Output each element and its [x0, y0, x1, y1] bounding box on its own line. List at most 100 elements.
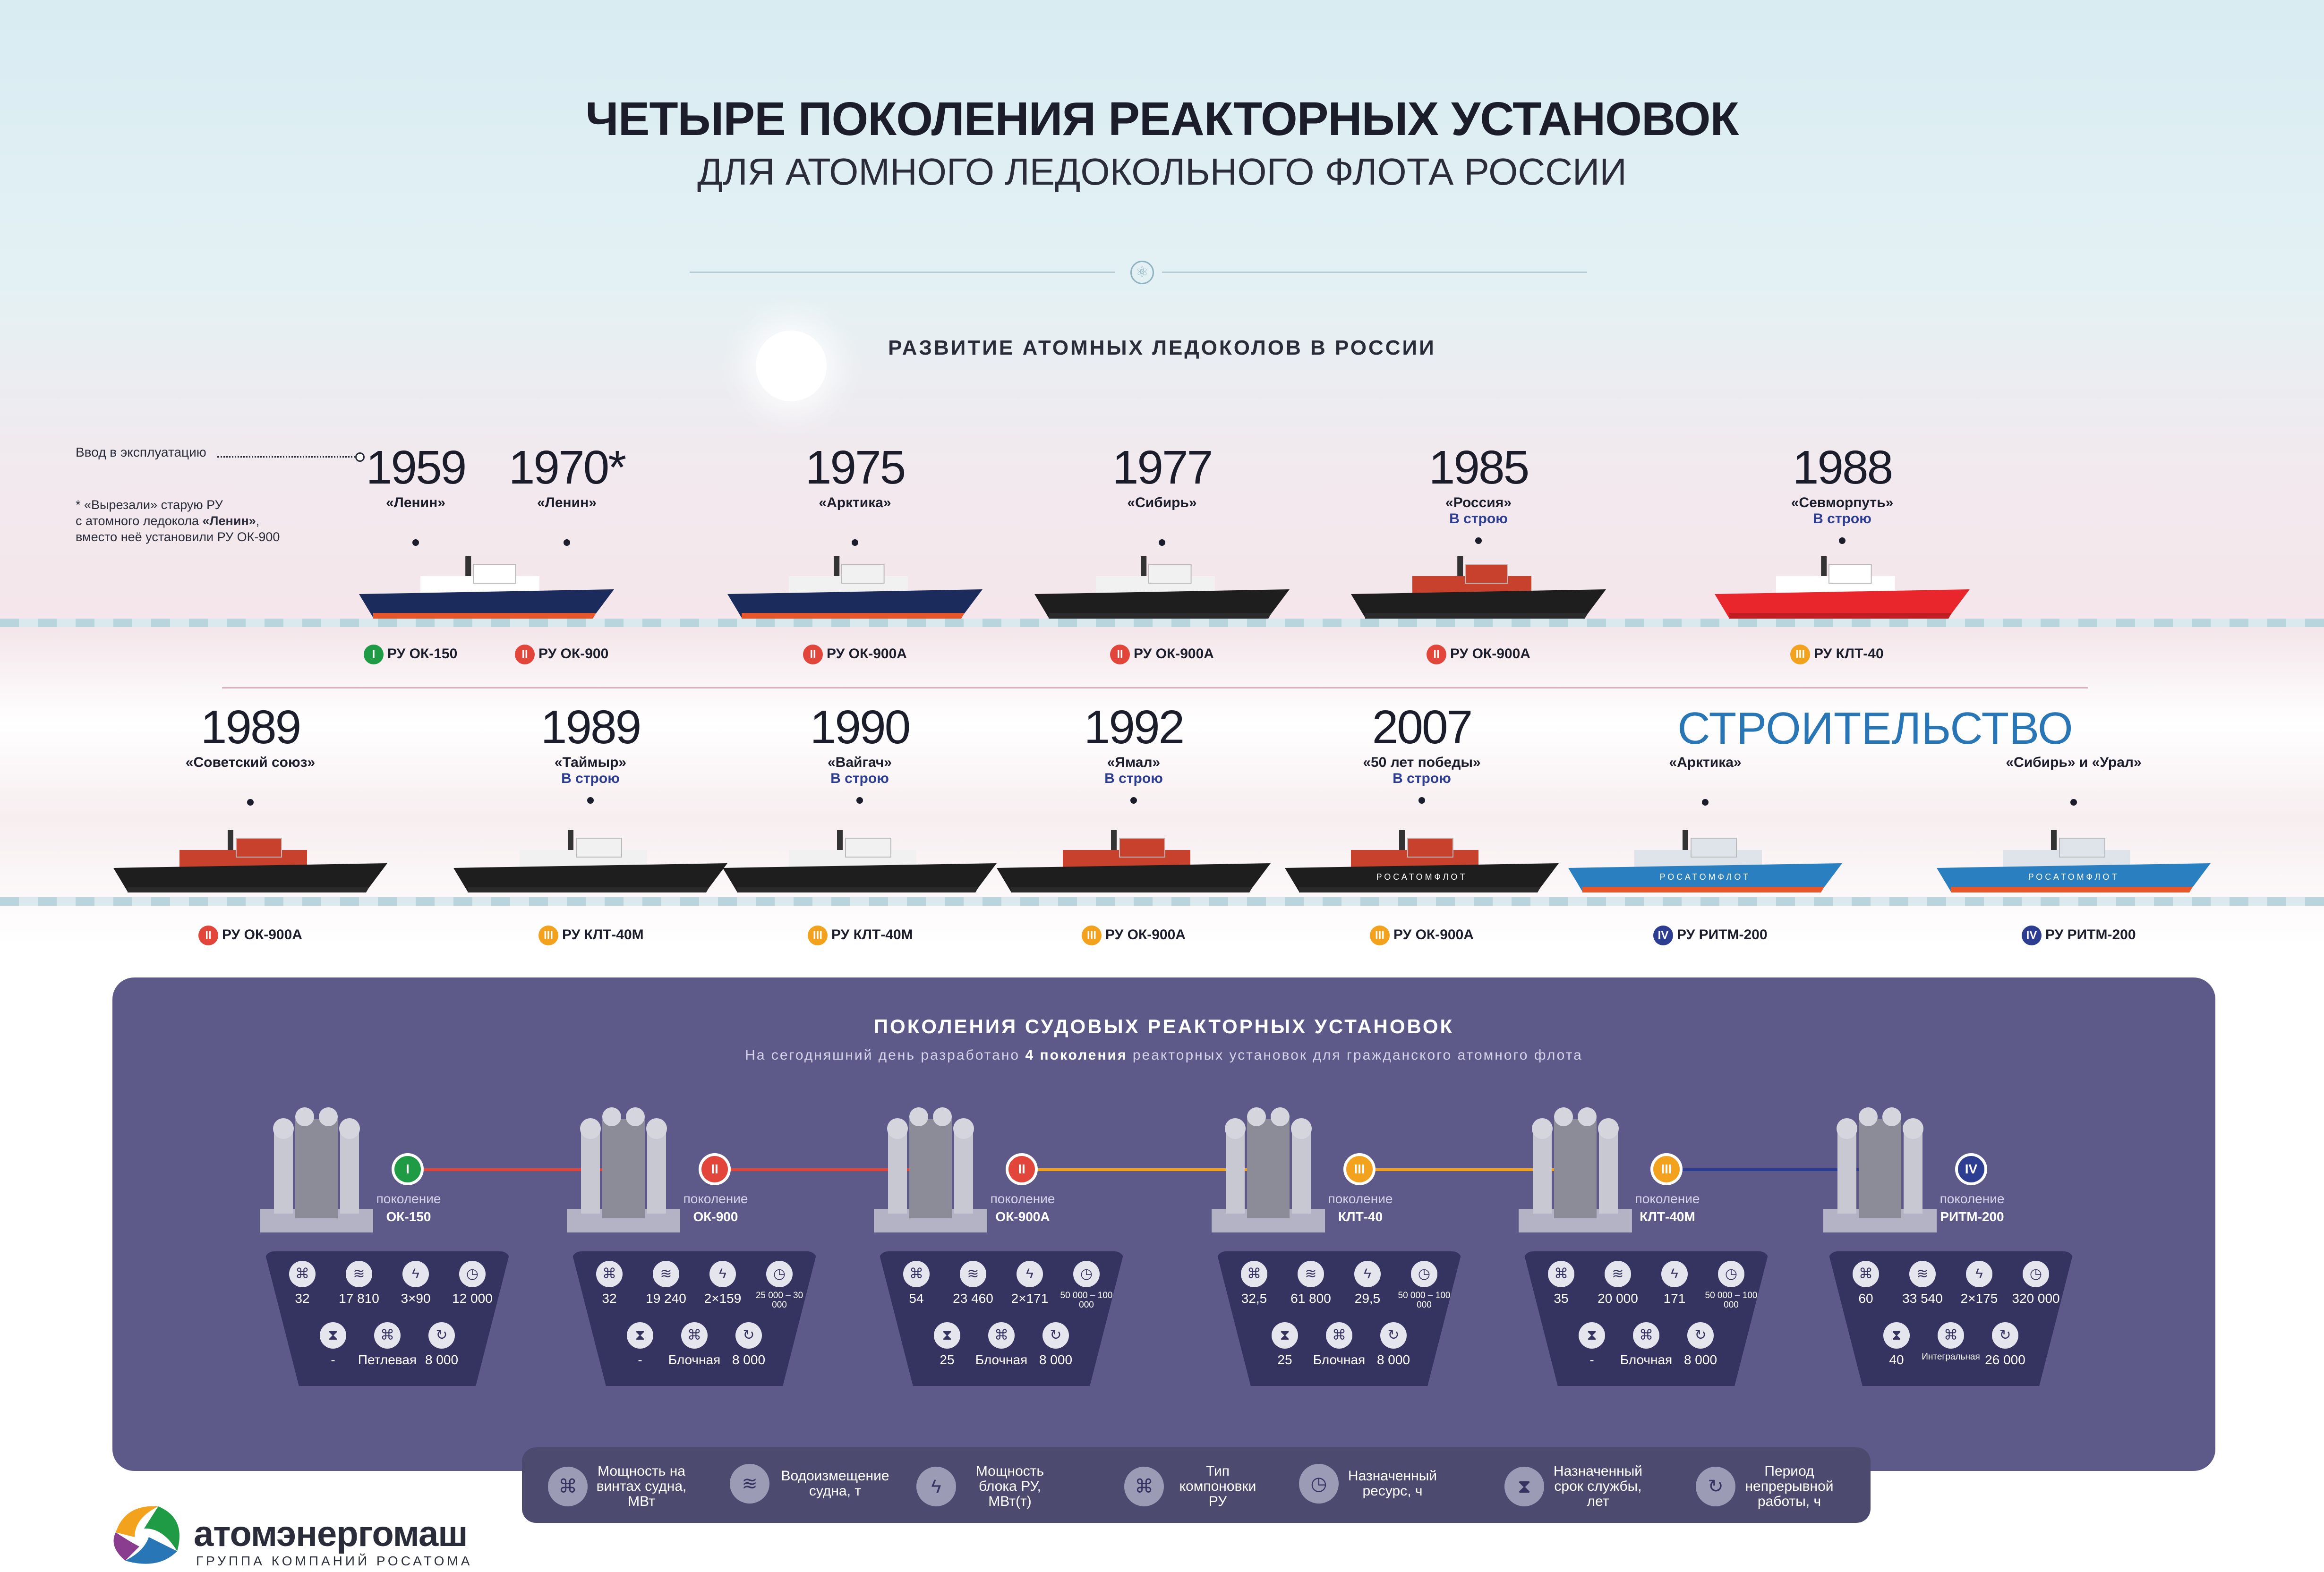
icebreaker-hull — [1568, 830, 1842, 892]
legend-item: ≋Водоизмещение судна, т — [730, 1464, 894, 1504]
layout-icon: ⌘ — [681, 1322, 708, 1349]
icebreaker-card: 1989 «Советский союз» — [156, 704, 345, 806]
commission-year: 1985 — [1428, 441, 1529, 494]
icebreaker-hull — [1351, 556, 1606, 619]
propeller-icon: ⌘ — [596, 1261, 623, 1287]
icebreaker-hull — [727, 556, 983, 619]
waves-icon: ≋ — [1605, 1261, 1631, 1287]
commission-year: 1989 — [540, 701, 641, 754]
waves-icon: ≋ — [960, 1261, 986, 1287]
icebreaker-hull — [1715, 556, 1970, 619]
spec-cell: ↻8 000 — [1672, 1322, 1729, 1368]
spec-cell: ≋33 540 — [1894, 1261, 1951, 1306]
layout-icon: ⌘ — [1124, 1467, 1164, 1506]
icebreaker-hull — [1937, 830, 2211, 892]
legend-dotted-line — [217, 456, 359, 458]
generation-badge: II — [198, 926, 218, 945]
icebreaker-card: 1992 «Ямал» В строю — [1039, 704, 1228, 804]
generation-badge: II — [1008, 1156, 1035, 1182]
construction-label: СТРОИТЕЛЬСТВО — [1677, 703, 2073, 754]
lightning-icon: ϟ — [1017, 1261, 1043, 1287]
lightning-icon: ϟ — [1354, 1261, 1381, 1287]
generation-badge: II — [515, 645, 535, 664]
timeline-dot — [247, 799, 254, 806]
icebreaker-card: «Сибирь» и «Урал» — [1979, 704, 2168, 806]
ship-brand-text: РОСАТОМФЛОТ — [2028, 872, 2119, 882]
hourglass-icon: ⧗ — [320, 1322, 346, 1349]
spec-value: 35 — [1554, 1291, 1569, 1306]
commission-year: 1992 — [1084, 701, 1185, 754]
spec-cell: ⧗- — [305, 1322, 361, 1368]
legend-item: ⧗Назначенный срок службы, лет — [1504, 1464, 1645, 1509]
icebreaker-graphic — [449, 826, 732, 900]
lightning-icon: ϟ — [1966, 1261, 1992, 1287]
generation-badge: III — [1346, 1156, 1373, 1182]
icebreaker-hull — [997, 830, 1271, 892]
reactor-graphic — [869, 1100, 992, 1244]
hourglass-icon: ⧗ — [1883, 1322, 1910, 1349]
legend-dot — [355, 452, 365, 462]
ship-brand-text: РОСАТОМФЛОТ — [1376, 872, 1468, 882]
spec-value: 61 800 — [1290, 1291, 1331, 1306]
spec-cell: ⌘Интегральная — [1913, 1322, 1989, 1362]
ship-name: «Ленин» — [386, 495, 445, 510]
reactor-graphic — [255, 1100, 378, 1244]
generation-connector — [1025, 1168, 1268, 1171]
timeline-dot — [564, 539, 570, 546]
spec-cell: ≋17 810 — [331, 1261, 387, 1306]
generation-badge: III — [1082, 926, 1102, 945]
propeller-icon: ⌘ — [903, 1261, 930, 1287]
atomenergomash-logo — [113, 1506, 179, 1564]
divider — [690, 272, 1115, 273]
hourglass-icon: ⧗ — [627, 1322, 653, 1349]
cycle-icon: ↻ — [735, 1322, 762, 1349]
cycle-icon: ↻ — [1687, 1322, 1714, 1349]
timeline-dot — [1839, 537, 1846, 544]
generation-badge: II — [803, 645, 823, 664]
generation-badge: III — [1653, 1156, 1680, 1182]
spec-value: 50 000 – 100 000 — [1705, 1291, 1758, 1310]
icebreaker-card: 1990 «Вайгач» В строю — [765, 704, 954, 804]
hourglass-icon: ⧗ — [934, 1322, 960, 1349]
spec-cell: ↻8 000 — [1027, 1322, 1084, 1368]
page-title: ЧЕТЫРЕ ПОКОЛЕНИЯ РЕАКТОРНЫХ УСТАНОВОК — [585, 93, 1739, 145]
icebreaker-graphic — [723, 552, 987, 626]
commission-year: 1959 — [366, 441, 467, 494]
generation-badge: II — [1110, 645, 1130, 664]
icebreaker-card: 1989 «Таймыр» В строю — [496, 704, 685, 804]
hourglass-icon: ⧗ — [1504, 1467, 1544, 1506]
ship-name: «50 лет победы» — [1363, 755, 1481, 770]
ship-name: «Россия» — [1445, 495, 1512, 510]
spec-cell: ≋19 240 — [638, 1261, 694, 1306]
clock-icon: ◷ — [1718, 1261, 1744, 1287]
icebreaker-card: 1988 «Севморпуть» В строю — [1748, 444, 1937, 544]
atom-icon: ⚛ — [1130, 261, 1154, 284]
spec-value: 17 810 — [339, 1291, 379, 1306]
sun-graphic — [756, 331, 827, 401]
ship-status: В строю — [1104, 771, 1163, 786]
spec-value: Интегральная — [1922, 1352, 1980, 1362]
spec-cell: ↻8 000 — [1365, 1322, 1422, 1368]
ship-name: «Арктика» — [819, 495, 891, 510]
spec-value: 20 000 — [1598, 1291, 1638, 1306]
spec-cell: ⧗- — [1564, 1322, 1620, 1368]
spec-value: 171 — [1663, 1291, 1686, 1306]
spec-value: 320 000 — [2012, 1291, 2060, 1306]
lightning-icon: ϟ — [709, 1261, 736, 1287]
ship-name: «Таймыр» — [554, 755, 627, 770]
layout-icon: ⌘ — [374, 1322, 401, 1349]
generation-badge: III — [1370, 926, 1390, 945]
spec-value: - — [1589, 1352, 1594, 1367]
spec-value: 8 000 — [1376, 1352, 1410, 1367]
